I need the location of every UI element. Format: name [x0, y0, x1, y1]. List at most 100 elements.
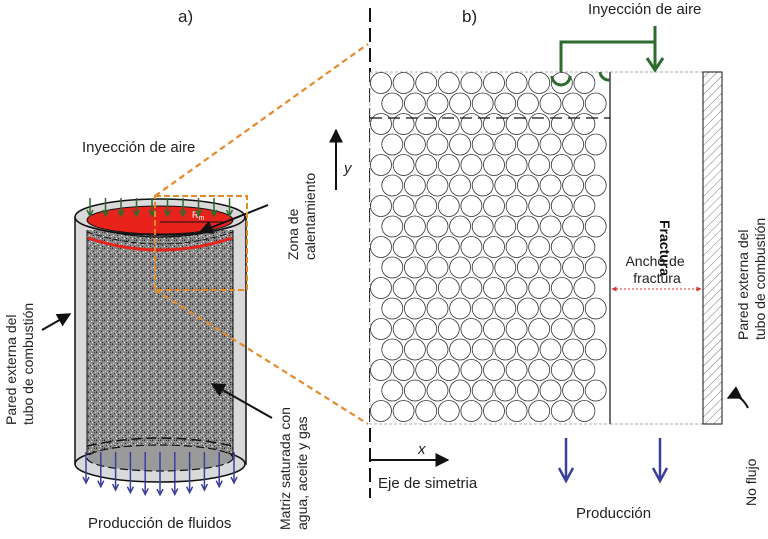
heating-zone-lower-line2	[86, 231, 234, 245]
matrix-grain	[494, 297, 517, 320]
matrix-grain	[517, 174, 539, 197]
matrix-grain	[415, 400, 438, 422]
matrix-grain	[528, 318, 551, 340]
matrix-grain	[381, 338, 404, 361]
matrix-grains	[370, 72, 607, 422]
matrix-grain	[449, 379, 472, 402]
air-injection-arrowhead	[86, 209, 94, 218]
air-injection-arrows	[86, 198, 234, 218]
matrix-grain	[426, 133, 449, 156]
no-flow-label: No flujo	[743, 458, 759, 506]
panel-b-injection-arrow	[550, 26, 665, 87]
matrix-grain	[381, 215, 404, 238]
matrix-grain	[415, 318, 438, 340]
symmetry-axis-label: Eje de simetria	[378, 475, 478, 492]
matrix-grain	[426, 338, 449, 361]
air-injection-arrowhead	[117, 209, 125, 218]
matrix-grain	[471, 133, 494, 156]
matrix-grain	[392, 400, 415, 422]
matrix-grain	[562, 379, 584, 402]
matrix-grain	[494, 92, 517, 115]
matrix-grain	[550, 195, 573, 217]
matrix-grain	[517, 215, 539, 238]
matrix-grain	[437, 113, 460, 135]
matrix-grain	[573, 113, 596, 135]
air-injection-arrowhead	[179, 209, 187, 218]
matrix-grain	[573, 277, 596, 299]
panel-a-air-injection-label: Inyección de aire	[82, 139, 195, 156]
matrix-grain	[517, 379, 539, 402]
matrix-grain	[471, 256, 494, 279]
matrix-grain	[392, 277, 415, 299]
matrix-grain	[584, 92, 607, 115]
zoom-line-top	[154, 43, 369, 197]
matrix-grain	[370, 195, 392, 217]
zoom-box	[154, 195, 248, 291]
air-injection-arrowhead	[194, 209, 203, 218]
matrix-grain	[494, 338, 517, 361]
matrix-grain	[528, 236, 551, 258]
matrix-grain	[437, 277, 460, 299]
matrix-grain	[550, 154, 573, 176]
fluid-production-arrowhead	[111, 483, 120, 492]
matrix-grain	[392, 113, 415, 135]
panel-a: a) Inyección de aire Rm	[3, 7, 369, 532]
matrix-grain	[584, 174, 607, 197]
matrix-grain	[505, 277, 528, 299]
matrix-grain	[460, 236, 483, 258]
matrix-grain	[550, 236, 573, 258]
air-injection-arrowhead	[210, 209, 218, 218]
matrix-grain	[528, 400, 551, 422]
matrix-grain	[437, 154, 460, 176]
matrix-pointer	[210, 383, 273, 419]
matrix-grain	[381, 92, 404, 115]
matrix-grain	[426, 379, 449, 402]
matrix-grain	[415, 359, 438, 381]
matrix-grain	[471, 215, 494, 238]
matrix-grain	[550, 318, 573, 340]
matrix-grain	[573, 400, 596, 422]
matrix-grain	[426, 92, 449, 115]
matrix-grain	[573, 195, 596, 217]
matrix-grain	[562, 297, 584, 320]
fluid-production-arrowhead	[230, 476, 238, 485]
matrix-grain	[550, 400, 573, 422]
matrix-grain	[471, 297, 494, 320]
matrix-grain	[483, 154, 505, 176]
matrix-grain	[437, 72, 460, 94]
matrix-grain	[403, 174, 426, 197]
heating-zone-pointer	[198, 204, 269, 234]
no-flow-pointer	[726, 386, 749, 409]
injection-into-matrix	[559, 40, 655, 72]
matrix-grain	[528, 113, 551, 135]
radius-label: Rm	[192, 210, 205, 222]
matrix-grain	[460, 72, 483, 94]
matrix-grain	[562, 92, 584, 115]
matrix-grain	[517, 92, 539, 115]
production-arrow-matrix-head	[557, 467, 575, 484]
matrix-grain	[494, 215, 517, 238]
matrix-grain	[483, 400, 505, 422]
matrix-grain	[460, 400, 483, 422]
matrix-grain	[370, 318, 392, 340]
matrix-grain	[584, 133, 607, 156]
fluid-production-arrowhead	[141, 488, 149, 497]
fracture-width-label: Ancho de fractura	[625, 253, 688, 286]
matrix-grain	[471, 379, 494, 402]
matrix-grain	[449, 133, 472, 156]
matrix-grain	[584, 379, 607, 402]
bottom-dashed-boundary	[86, 437, 234, 447]
saturated-matrix	[87, 230, 233, 458]
matrix-grain	[562, 256, 584, 279]
panel-b-label: b)	[462, 7, 477, 26]
matrix-grain	[483, 359, 505, 381]
matrix-grain	[505, 113, 528, 135]
matrix-grain	[415, 277, 438, 299]
production-arrow-fracture-head	[651, 467, 669, 484]
matrix-grain	[505, 72, 528, 94]
matrix-grain	[528, 195, 551, 217]
matrix-grain	[449, 256, 472, 279]
matrix-grain	[370, 277, 392, 299]
injection-corner-cup	[598, 71, 611, 82]
matrix-grain	[562, 215, 584, 238]
